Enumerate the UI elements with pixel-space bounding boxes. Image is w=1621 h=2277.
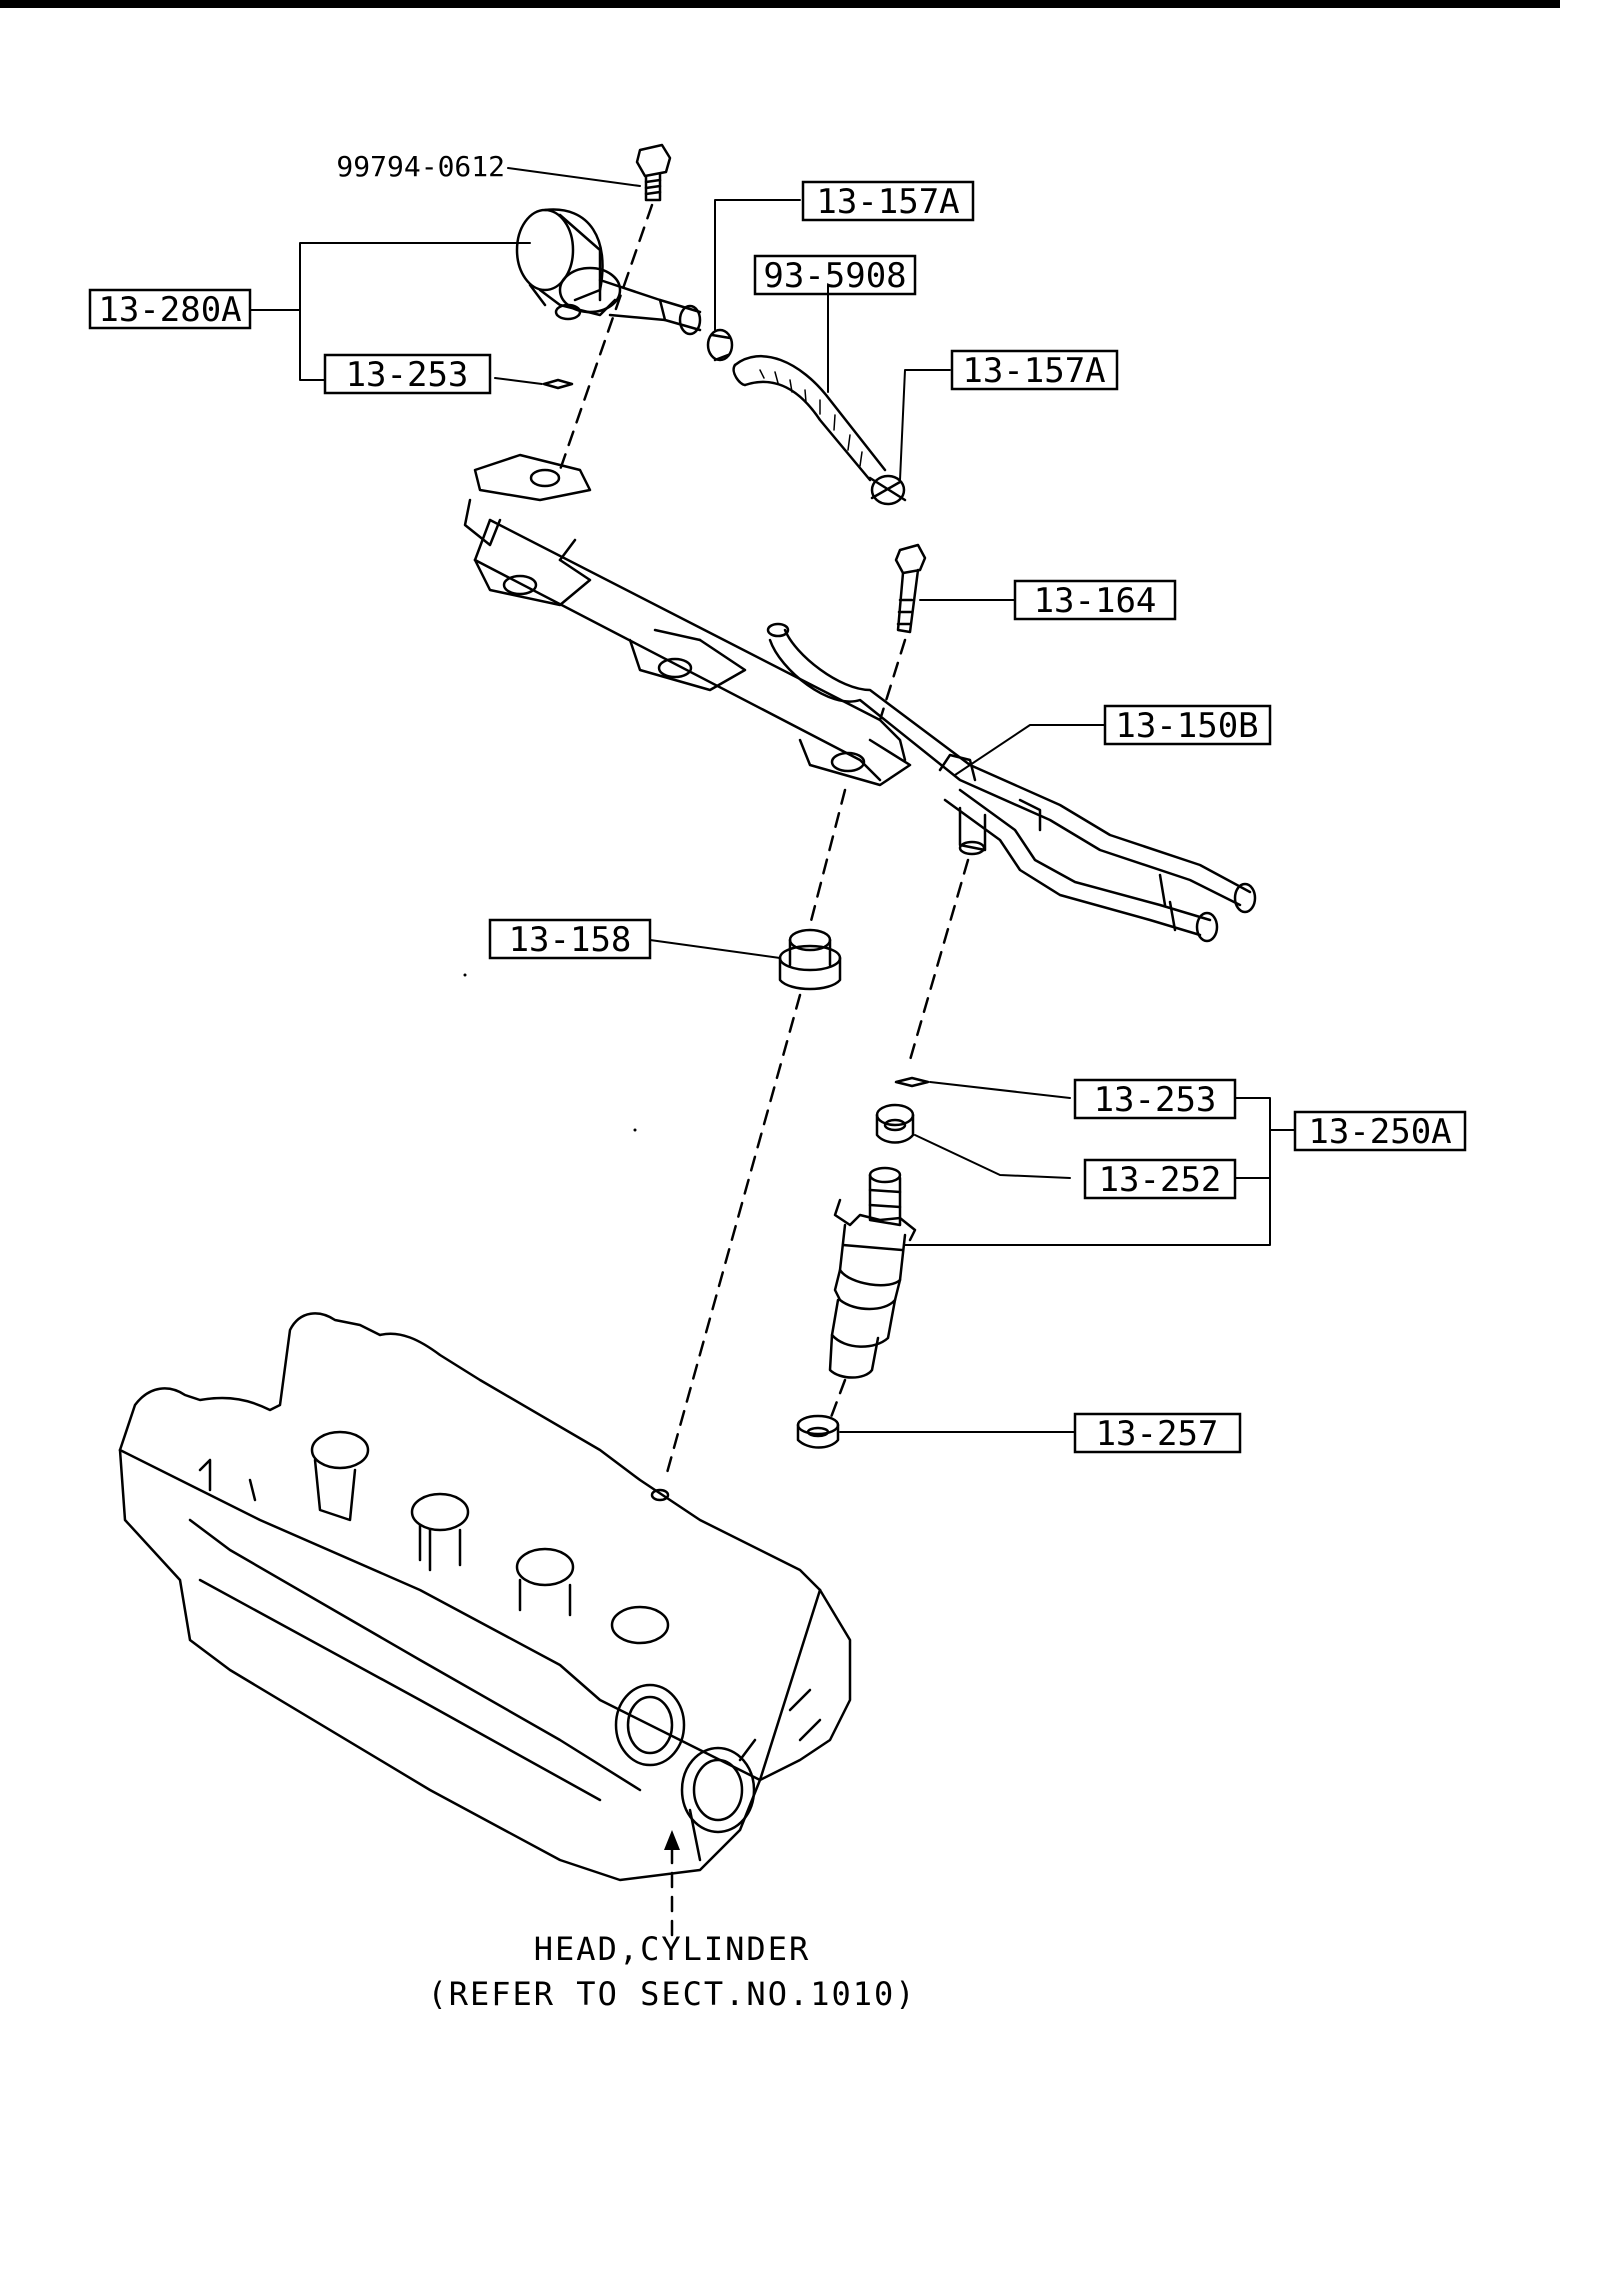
injector-drawing — [828, 1166, 917, 1379]
label-hose: 93-5908 — [763, 256, 906, 296]
label-cushion: 13-252 — [1099, 1160, 1222, 1200]
clamp-top-drawing — [706, 328, 734, 362]
box-oring-injector — [1073, 1078, 1237, 1120]
fuel-rail-drawing — [463, 453, 1257, 943]
pressure-regulator-drawing — [515, 208, 702, 336]
hose-texture — [759, 369, 863, 467]
label-injector-assy: 13-250A — [1308, 1112, 1451, 1152]
insulator-drawing — [796, 1414, 840, 1449]
box-spacer — [488, 918, 652, 960]
box-injector-assy — [1293, 1110, 1467, 1152]
cylinder-head-drawing — [118, 1312, 852, 1882]
box-regulator-assy — [88, 288, 252, 330]
rail-bolt-drawing — [894, 543, 927, 634]
label-insulator: 13-257 — [1096, 1414, 1219, 1454]
fuel-hose-drawing — [732, 355, 887, 482]
box-oring-top — [323, 353, 492, 395]
box-insulator — [1073, 1412, 1242, 1454]
page-top-border — [0, 0, 1560, 8]
box-cushion — [1083, 1158, 1237, 1200]
box-fuel-rail — [1103, 704, 1272, 746]
spacer-drawing — [778, 928, 842, 991]
oring-top-drawing — [542, 378, 574, 390]
label-rail-bolt: 13-164 — [1034, 581, 1157, 621]
label-clamp-top: 13-157A — [816, 182, 959, 222]
speck — [633, 1128, 637, 1132]
label-oring-injector: 13-253 — [1094, 1080, 1217, 1120]
box-hose — [753, 254, 917, 296]
caption-refer-section: (REFER TO SECT.NO.1010) — [427, 1975, 916, 2013]
speck — [463, 973, 467, 977]
label-regulator-bolt: 99794-0612 — [336, 150, 505, 183]
regulator-bolt-drawing — [635, 143, 672, 202]
cushion-drawing — [875, 1103, 915, 1144]
box-clamp-top — [801, 180, 975, 222]
box-rail-bolt — [1013, 579, 1177, 621]
head-arrow — [664, 1830, 680, 1850]
box-clamp-bottom — [950, 349, 1119, 391]
caption-head-cylinder: HEAD,CYLINDER — [534, 1930, 810, 1968]
label-spacer: 13-158 — [509, 920, 632, 960]
label-clamp-bottom: 13-157A — [962, 351, 1105, 391]
clamp-bottom-drawing — [868, 474, 907, 506]
oring-injector-drawing — [894, 1076, 930, 1088]
label-regulator-assy: 13-280A — [98, 290, 241, 330]
label-oring-top: 13-253 — [346, 355, 469, 395]
label-fuel-rail: 13-150B — [1115, 706, 1258, 746]
